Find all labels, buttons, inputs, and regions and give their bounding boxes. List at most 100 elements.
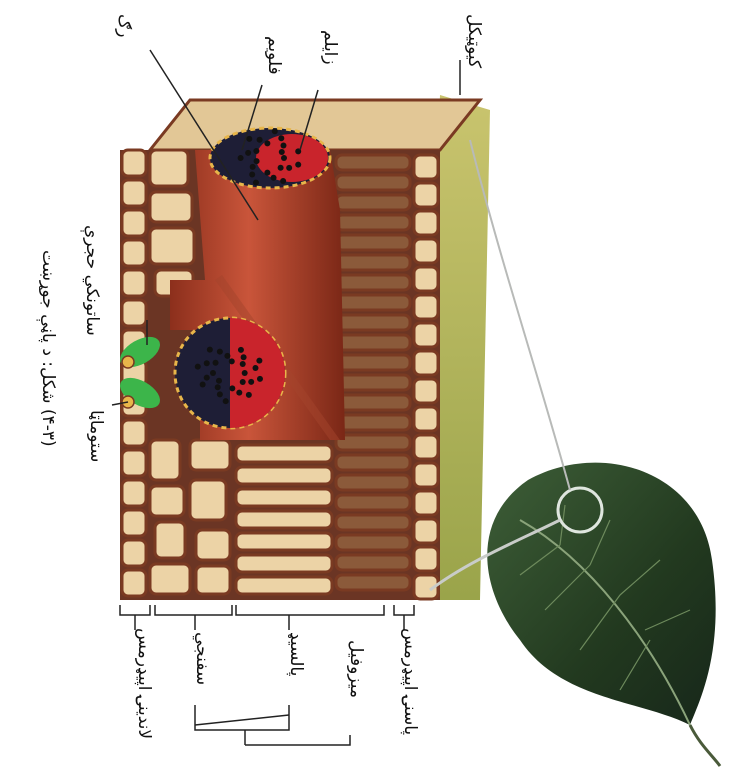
- palisade-cell: [336, 355, 410, 370]
- palisade-cell: [336, 175, 410, 190]
- palisade-cell: [336, 255, 410, 270]
- vessel-cell: [216, 378, 222, 384]
- palisade-cell: [336, 415, 410, 430]
- label-lower-epidermis: لاندینۍ اپیډرمس: [135, 628, 152, 739]
- palisade-cell: [236, 445, 332, 462]
- vessel-cell: [238, 347, 244, 353]
- palisade-cell: [336, 535, 410, 550]
- label-spongy: سفنجي: [193, 632, 210, 685]
- label-palisade: پالسیډ: [287, 632, 304, 676]
- vessel-cell: [242, 370, 248, 376]
- vessel-cell: [215, 384, 221, 390]
- palisade-cell: [336, 555, 410, 570]
- vessel-cell: [280, 178, 286, 184]
- spongy-cell: [150, 440, 180, 480]
- label-cuticle: کیوټیکل: [465, 14, 482, 68]
- palisade-cell: [336, 295, 410, 310]
- lower-epidermis-cell: [122, 270, 146, 296]
- vessel-cell: [224, 353, 230, 359]
- upper-epidermis-cell: [414, 239, 438, 263]
- vessel-cell: [281, 155, 287, 161]
- spongy-cell: [190, 440, 230, 470]
- vessel-cell: [246, 136, 252, 142]
- vessel-cell: [278, 165, 284, 171]
- vessel-cell: [240, 361, 246, 367]
- vessel-cell: [286, 165, 292, 171]
- palisade-cell: [236, 533, 332, 550]
- vessel-cell: [229, 358, 235, 364]
- vessel-cell: [253, 180, 259, 186]
- vessel-cell: [252, 365, 258, 371]
- palisade-cell: [336, 155, 410, 170]
- label-mesophyll: میزوفیل: [347, 640, 364, 698]
- lower-epidermis-cell: [122, 420, 146, 446]
- vessel-cell: [210, 370, 216, 376]
- vessel-cell: [245, 150, 251, 156]
- palisade-cell: [336, 215, 410, 230]
- vessel-cell: [257, 137, 263, 143]
- vessel-cell: [249, 171, 255, 177]
- palisade-cell: [336, 495, 410, 510]
- vessel-cell: [280, 143, 286, 149]
- palisade-cell: [336, 235, 410, 250]
- upper-epidermis-cell: [414, 295, 438, 319]
- lower-epidermis-cell: [122, 300, 146, 326]
- lower-epidermis-cell: [122, 570, 146, 596]
- vessel-cell: [229, 385, 235, 391]
- vessel-cell: [217, 349, 223, 355]
- upper-epidermis-cell: [414, 211, 438, 235]
- vessel-cell: [223, 398, 229, 404]
- vessel-cell: [295, 162, 301, 168]
- vessel-cell: [207, 347, 213, 353]
- palisade-cell: [336, 515, 410, 530]
- label-guard-cells: ساتونکي حجرې: [83, 225, 100, 336]
- lower-epidermis-cell: [122, 210, 146, 236]
- label-stomata: ستوماټا: [87, 410, 104, 462]
- vessel-cell: [254, 158, 260, 164]
- spongy-cell: [150, 564, 190, 594]
- spongy-cell: [150, 228, 194, 264]
- lower-epidermis-cell: [122, 150, 146, 176]
- upper-epidermis-cell: [414, 323, 438, 347]
- vessel-cell: [240, 379, 246, 385]
- vessel-cell: [248, 379, 254, 385]
- spongy-cell: [196, 530, 230, 560]
- palisade-cell: [336, 315, 410, 330]
- vessel-cell: [256, 358, 262, 364]
- label-upper-epidermis: پاسنۍ اپیډرمس: [401, 628, 418, 735]
- vessel-cell: [217, 391, 223, 397]
- upper-epidermis-cell: [414, 547, 438, 571]
- vessel-cell: [257, 376, 263, 382]
- label-xylem: زایلم: [321, 30, 338, 65]
- spongy-cell: [150, 150, 188, 186]
- upper-epidermis-cell: [414, 379, 438, 403]
- vessel-cell: [250, 164, 256, 170]
- palisade-cell: [236, 555, 332, 572]
- palisade-cell: [336, 435, 410, 450]
- upper-epidermis-cell: [414, 183, 438, 207]
- layer-brackets: [120, 605, 414, 745]
- palisade-cell: [336, 395, 410, 410]
- label-vein: رګ: [115, 14, 132, 37]
- upper-epidermis-cell: [414, 519, 438, 543]
- palisade-cell: [236, 511, 332, 528]
- vessel-cell: [213, 360, 219, 366]
- vessel-cell: [246, 392, 252, 398]
- upper-epidermis-cell: [414, 267, 438, 291]
- lower-epidermis-cell: [122, 510, 146, 536]
- lower-epidermis-cell: [122, 240, 146, 266]
- vessel-cell: [272, 128, 278, 134]
- palisade-cell: [336, 375, 410, 390]
- spongy-cell: [150, 192, 192, 222]
- palisade-cell: [236, 489, 332, 506]
- upper-epidermis-cell: [414, 155, 438, 179]
- lower-epidermis-cells: [122, 150, 146, 596]
- vessel-cell: [204, 375, 210, 381]
- palisade-cell: [336, 575, 410, 590]
- upper-epidermis-cell: [414, 463, 438, 487]
- lower-epidermis-cell: [122, 450, 146, 476]
- upper-epidermis-cell: [414, 407, 438, 431]
- vessel-cell: [204, 360, 210, 366]
